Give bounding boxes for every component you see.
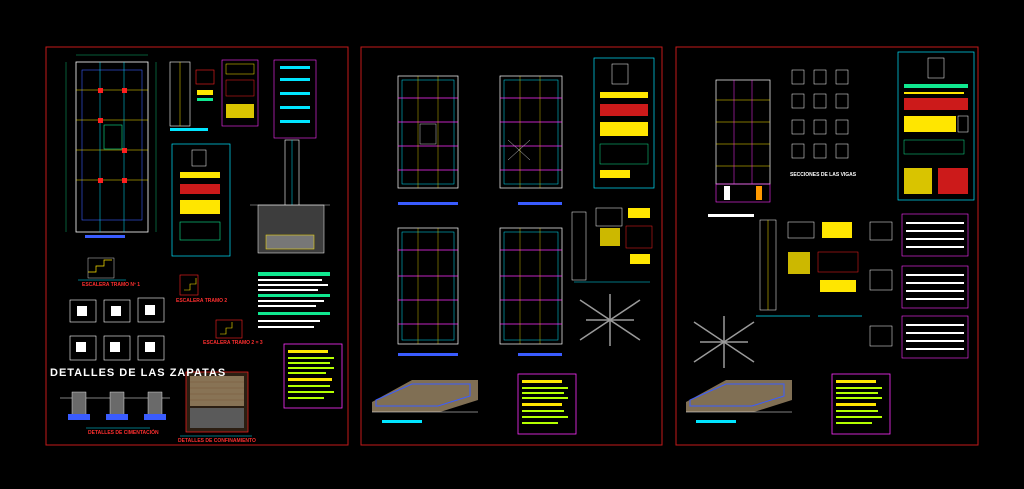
sheet-3-frame	[675, 46, 979, 446]
building-elevation	[708, 79, 771, 217]
rebar-3d-cross	[579, 294, 641, 346]
detail-box-3	[897, 51, 975, 201]
sheet-3-content	[686, 51, 975, 435]
small-details-3	[869, 221, 893, 347]
footing-sections	[60, 391, 170, 429]
secciones-vigas-label: SECCIONES DE LAS VIGAS	[790, 172, 857, 178]
sheet-2-content	[372, 57, 655, 435]
zapatas-title: DETALLES DE LAS ZAPATAS	[50, 367, 227, 379]
slab-section-3d-3	[686, 380, 792, 423]
escalera-1-label: ESCALERA TRAMO Nº 1	[82, 282, 141, 288]
slab-plan-3	[397, 227, 459, 356]
stair-flight-2	[179, 274, 199, 296]
rebar-schedule-tables	[901, 213, 969, 359]
sheet-2-frame	[360, 46, 663, 446]
stair-flight-3	[215, 319, 243, 339]
confinamiento-label: DETALLES DE CONFINAMIENTO	[178, 438, 256, 444]
column-detail-3	[756, 219, 862, 317]
slab-section-3d	[372, 380, 478, 423]
slab-plan-4	[499, 227, 563, 356]
specifications-box-3	[831, 373, 891, 435]
escalera-2-label: ESCALERA TRAMO 2	[176, 298, 228, 304]
cimentacion-label: DETALLES DE CIMENTACIÓN	[88, 430, 159, 436]
general-notes-1	[258, 272, 330, 328]
column-joint-detail	[571, 207, 653, 283]
stair-detail-box	[171, 143, 231, 257]
rebar-3d-cross-3	[693, 316, 755, 368]
sheet-1-content	[60, 54, 343, 437]
specifications-box-1	[283, 343, 343, 409]
wall-section	[250, 139, 330, 254]
foundation-plan	[65, 54, 157, 238]
column-detail	[169, 61, 215, 131]
specifications-box-2	[517, 373, 577, 435]
rebar-tables	[221, 59, 317, 139]
sheet-1-frame	[45, 46, 349, 446]
beam-detail-box	[593, 57, 655, 189]
slab-plan-1	[397, 75, 459, 205]
slab-plan-2	[499, 75, 563, 205]
escalera-3-label: ESCALERA TRAMO 2 = 3	[203, 340, 263, 346]
beam-sections-grid	[791, 69, 849, 159]
confinement-detail	[180, 371, 252, 437]
stair-flight-1	[78, 257, 126, 281]
footing-plans	[69, 297, 165, 361]
